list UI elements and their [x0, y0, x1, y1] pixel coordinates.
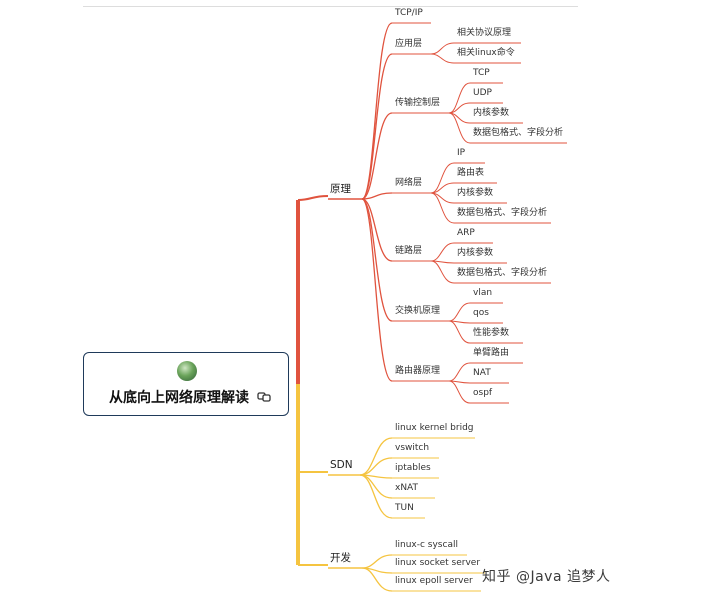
leaf-connector [448, 380, 471, 404]
subtopic-connector [361, 554, 393, 569]
leaf-node[interactable]: 数据包格式、字段分析 [457, 208, 548, 218]
leaf-node[interactable]: IP [457, 148, 466, 158]
leaf-node[interactable]: 性能参数 [473, 328, 510, 338]
leaf-node[interactable]: ARP [457, 228, 475, 238]
subtopic-node[interactable]: linux epoll server [395, 576, 473, 586]
subtopic-node[interactable]: 网络层 [395, 178, 423, 188]
leaf-connector [448, 112, 471, 144]
leaf-connector [448, 362, 471, 382]
leaf-node[interactable]: vlan [473, 288, 493, 298]
leaf-connector [448, 82, 471, 114]
subtopic-node[interactable]: TUN [395, 503, 414, 513]
leaf-connector [430, 42, 455, 55]
leaf-node[interactable]: 相关linux命令 [457, 48, 515, 58]
subtopic-connector [361, 567, 393, 592]
branch-node[interactable]: 开发 [330, 552, 351, 564]
watermark: 知乎 @Java 追梦人 [482, 569, 611, 585]
leaf-connector [430, 182, 455, 194]
leaf-connector [430, 260, 455, 284]
leaf-node[interactable]: 单臂路由 [473, 348, 510, 358]
leaf-connector [430, 192, 455, 224]
leaf-node[interactable]: NAT [473, 368, 491, 378]
branch-connector [297, 195, 329, 201]
subtopic-node[interactable]: linux-c syscall [395, 540, 458, 550]
subtopic-node[interactable]: xNAT [395, 483, 419, 493]
branch-node[interactable]: SDN [330, 459, 353, 471]
leaf-node[interactable]: ospf [473, 388, 493, 398]
leaf-node[interactable]: 内核参数 [457, 188, 494, 198]
root-title: 从底向上网络原理解读 [109, 390, 249, 406]
leaf-node[interactable]: UDP [473, 88, 492, 98]
root-node[interactable]: 从底向上网络原理解读 [83, 352, 289, 416]
branch-node[interactable]: 原理 [330, 183, 351, 195]
leaf-connector [448, 302, 471, 322]
subtopic-connector [361, 192, 393, 200]
subtopic-connector [361, 112, 393, 200]
leaf-node[interactable]: 数据包格式、字段分析 [457, 268, 548, 278]
subtopic-connector [361, 198, 393, 382]
subtopic-node[interactable]: 路由器原理 [395, 366, 441, 376]
avatar [177, 361, 197, 381]
subtopic-connector [359, 457, 393, 476]
subtopic-node[interactable]: linux socket server [395, 558, 481, 568]
subtopic-node[interactable]: vswitch [395, 443, 430, 453]
subtopic-node[interactable]: 传输控制层 [395, 98, 441, 108]
leaf-node[interactable]: 路由表 [457, 168, 485, 178]
subtopic-connector [359, 437, 393, 476]
leaf-connector [430, 242, 455, 262]
subtopic-node[interactable]: 应用层 [395, 39, 423, 49]
leaf-node[interactable]: 内核参数 [457, 248, 494, 258]
top-divider [83, 6, 578, 7]
leaf-connector [448, 102, 471, 114]
subtopic-connector [359, 474, 393, 519]
leaf-node[interactable]: qos [473, 308, 489, 318]
subtopic-node[interactable]: iptables [395, 463, 431, 473]
leaf-node[interactable]: TCP [473, 68, 490, 78]
leaf-node[interactable]: 相关协议原理 [457, 28, 512, 38]
subtopic-node[interactable]: 链路层 [395, 246, 423, 256]
subtopic-connector [361, 198, 393, 262]
leaf-node[interactable]: 数据包格式、字段分析 [473, 128, 564, 138]
leaf-connector [430, 53, 455, 64]
subtopic-node[interactable]: 交换机原理 [395, 306, 441, 316]
leaf-connector [448, 320, 471, 344]
link-icon[interactable] [257, 391, 271, 403]
subtopic-connector [361, 53, 393, 200]
subtopic-node[interactable]: TCP/IP [395, 8, 423, 18]
leaf-node[interactable]: 内核参数 [473, 108, 510, 118]
leaf-connector [430, 162, 455, 194]
subtopic-node[interactable]: linux kernel bridg [395, 423, 474, 433]
